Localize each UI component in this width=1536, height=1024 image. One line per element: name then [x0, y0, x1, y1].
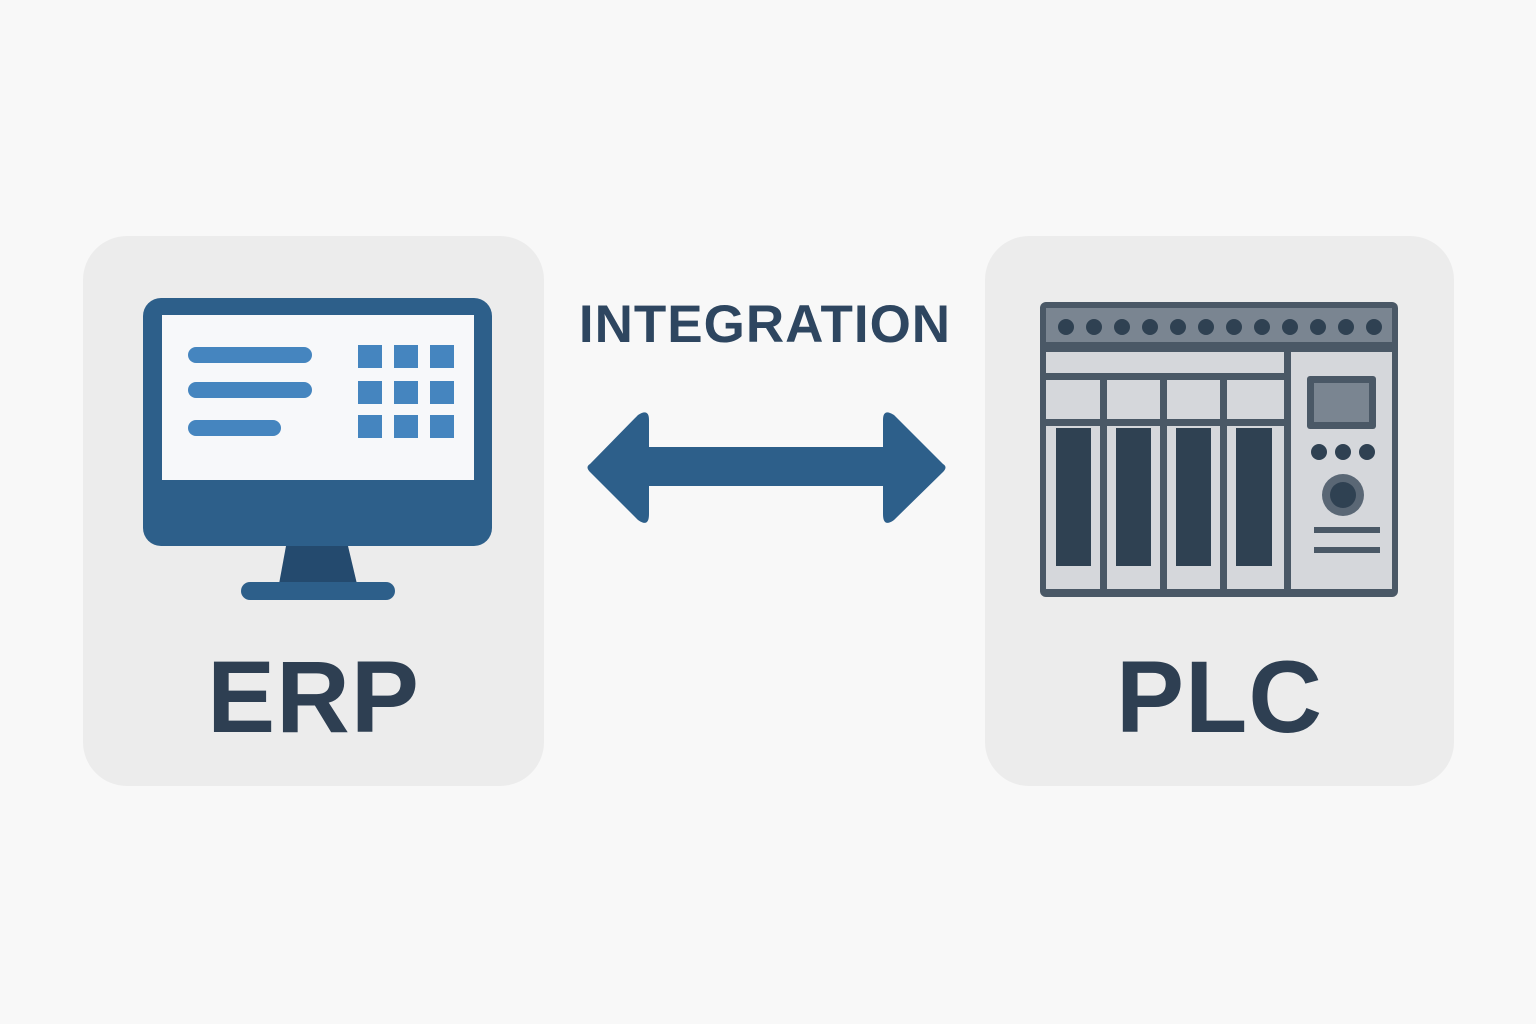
plc-node-card: PLC — [985, 236, 1454, 786]
monitor-neck — [279, 546, 357, 584]
screen-line — [188, 347, 312, 363]
plc-label-bar — [1046, 352, 1284, 373]
erp-label: ERP — [207, 640, 420, 754]
screen-line — [188, 382, 312, 398]
plc-slot-line — [1314, 547, 1380, 553]
plc-slot-line — [1314, 527, 1380, 533]
screen-line — [188, 420, 281, 436]
screen-grid — [358, 345, 454, 438]
plc-status-leds — [1311, 444, 1375, 460]
integration-label: INTEGRATION — [578, 295, 952, 354]
plc-terminals — [1058, 319, 1382, 335]
plc-io-modules — [1046, 380, 1284, 589]
monitor-base — [241, 582, 395, 600]
desktop-monitor-icon — [143, 298, 492, 600]
plc-controller-icon — [1040, 302, 1398, 597]
erp-node-card: ERP — [83, 236, 544, 786]
plc-label: PLC — [1116, 640, 1323, 754]
bidirectional-arrow-icon — [587, 412, 946, 523]
plc-terminal-strip — [1046, 308, 1392, 342]
